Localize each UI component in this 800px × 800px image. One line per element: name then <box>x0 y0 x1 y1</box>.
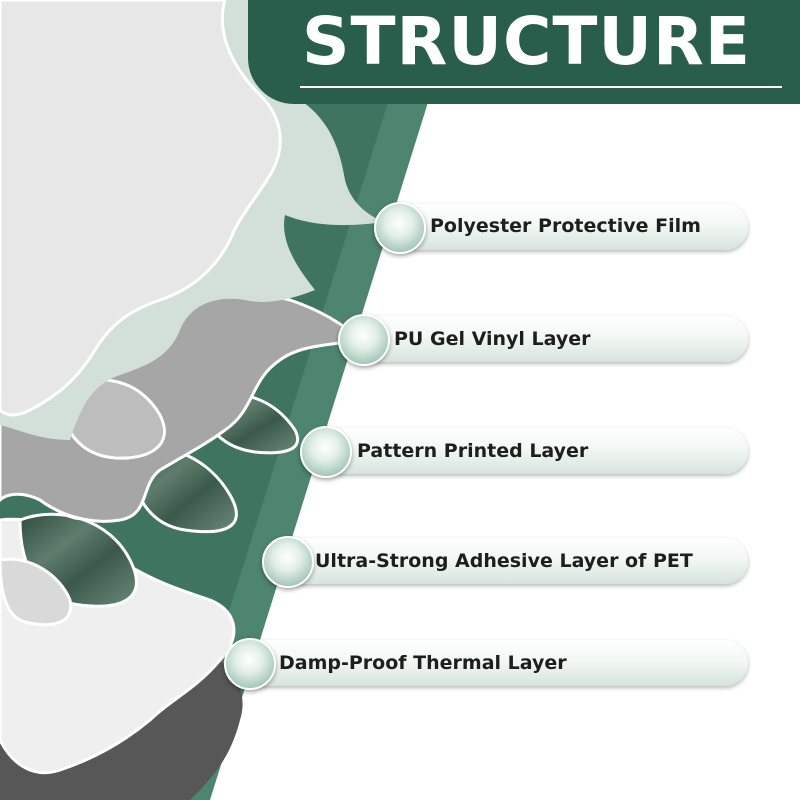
title-underline <box>300 86 782 88</box>
layer-marker-1 <box>374 202 426 254</box>
layer-marker-4 <box>262 536 314 588</box>
layer-label-5: Damp-Proof Thermal Layer <box>279 640 567 686</box>
page-title: STRUCTURE <box>302 2 792 82</box>
layer-label-1: Polyester Protective Film <box>430 203 701 249</box>
layer-label-2: PU Gel Vinyl Layer <box>394 316 591 362</box>
layer-label-3: Pattern Printed Layer <box>357 428 588 474</box>
layer-marker-3 <box>300 426 352 478</box>
layer-label-4: Ultra-Strong Adhesive Layer of PET <box>315 538 693 584</box>
layer-marker-5 <box>224 638 276 690</box>
layer-marker-2 <box>338 314 390 366</box>
